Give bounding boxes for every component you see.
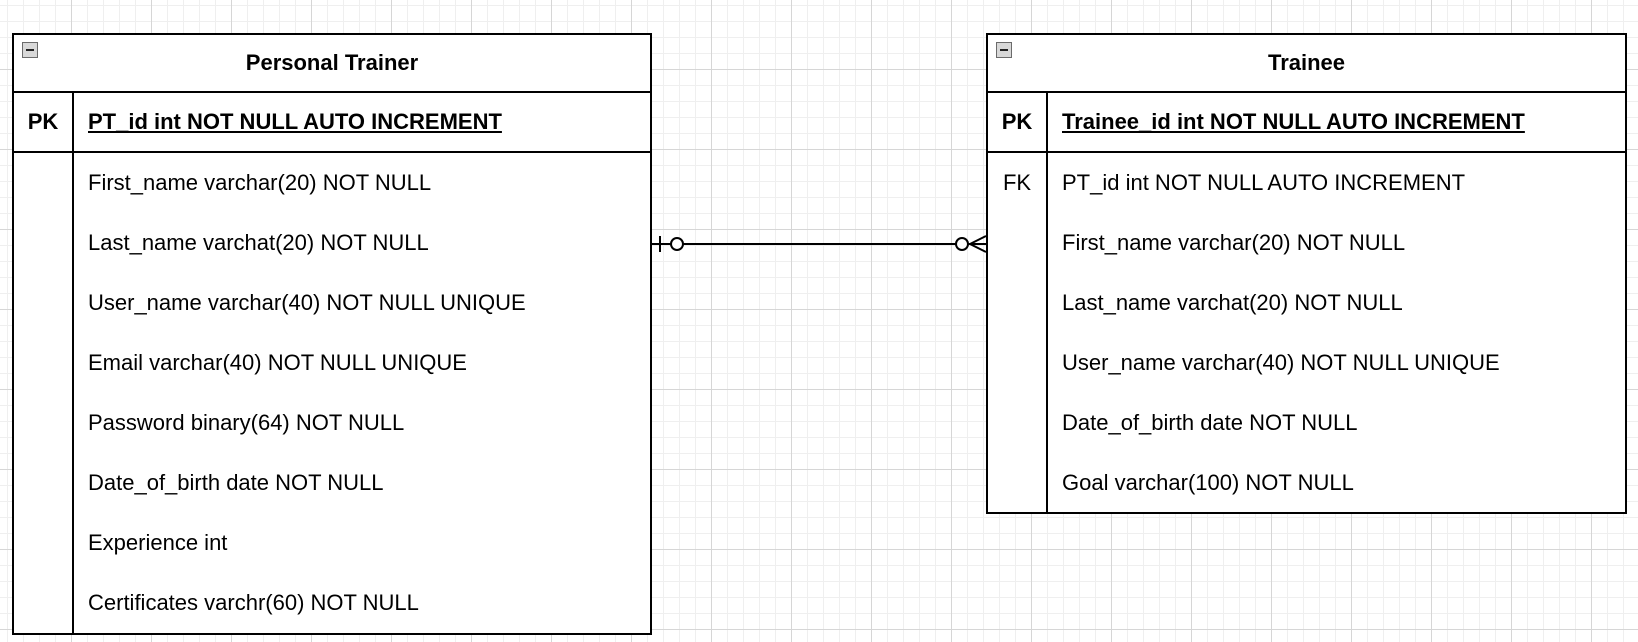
pk-label: PK — [14, 93, 74, 151]
table-title: Personal Trainer — [245, 50, 419, 75]
field-row[interactable]: User_name varchar(40) NOT NULL UNIQUE — [1062, 350, 1500, 375]
field-row[interactable]: User_name varchar(40) NOT NULL UNIQUE — [88, 290, 526, 315]
key-column: FK — [988, 153, 1048, 512]
trainee-header: Trainee — [988, 35, 1625, 93]
field-row[interactable]: Date_of_birth date NOT NULL — [1062, 410, 1358, 435]
field-row[interactable]: First_name varchar(20) NOT NULL — [88, 170, 432, 195]
field-row[interactable]: Certificates varchr(60) NOT NULL — [88, 590, 419, 615]
field-list: First_name varchar(20) NOT NULL Last_nam… — [14, 153, 650, 633]
field-row[interactable]: Last_name varchat(20) NOT NULL — [1062, 290, 1403, 315]
field-row[interactable]: Goal varchar(100) NOT NULL — [1062, 470, 1354, 495]
field-row[interactable]: Date_of_birth date NOT NULL — [88, 470, 384, 495]
fk-label: FK — [1002, 170, 1032, 195]
field-list: FK PT_id int NOT NULL AUTO INCREMENT Fir… — [988, 153, 1625, 512]
key-column — [14, 153, 74, 633]
field-row[interactable]: First_name varchar(20) NOT NULL — [1062, 230, 1406, 255]
field-row[interactable]: Last_name varchat(20) NOT NULL — [88, 230, 429, 255]
field-row[interactable]: PT_id int NOT NULL AUTO INCREMENT — [1062, 170, 1466, 195]
zero-or-many-icon — [955, 235, 987, 253]
personal-trainer-table[interactable]: Personal Trainer PK PT_id int NOT NULL A… — [12, 33, 652, 635]
primary-key-row[interactable]: PK Trainee_id int NOT NULL AUTO INCREMEN… — [988, 93, 1625, 153]
pk-field: Trainee_id int NOT NULL AUTO INCREMENT — [1062, 109, 1525, 134]
pk-field: PT_id int NOT NULL AUTO INCREMENT — [88, 109, 502, 134]
table-title: Trainee — [1267, 50, 1346, 75]
trainee-table[interactable]: Trainee PK Trainee_id int NOT NULL AUTO … — [986, 33, 1627, 514]
field-row[interactable]: Experience int — [88, 530, 228, 555]
personal-trainer-header: Personal Trainer — [14, 35, 650, 93]
collapse-icon[interactable] — [996, 42, 1012, 58]
pk-label: PK — [988, 93, 1048, 151]
primary-key-row[interactable]: PK PT_id int NOT NULL AUTO INCREMENT — [14, 93, 650, 153]
field-row[interactable]: Email varchar(40) NOT NULL UNIQUE — [88, 350, 467, 375]
field-row[interactable]: Password binary(64) NOT NULL — [88, 410, 405, 435]
zero-or-one-icon — [659, 236, 684, 252]
collapse-icon[interactable] — [22, 42, 38, 58]
